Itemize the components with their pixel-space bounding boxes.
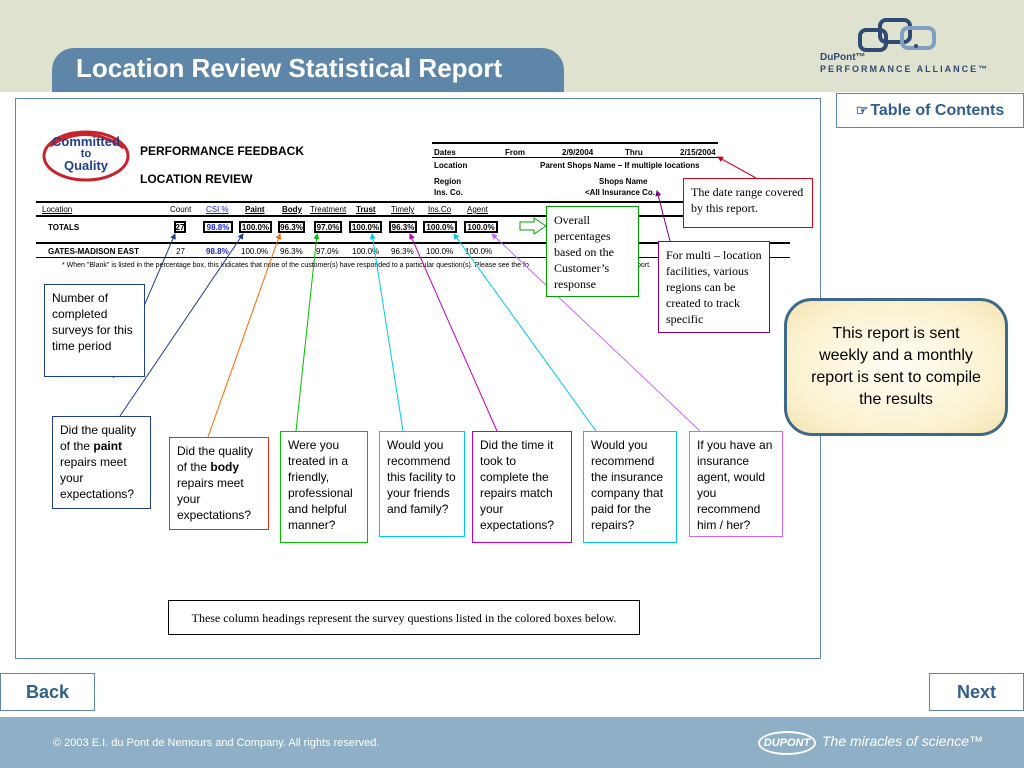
report-heading-location: LOCATION REVIEW bbox=[140, 172, 253, 186]
logo-text-dupont: DuPont™ bbox=[820, 52, 866, 63]
page-title: Location Review Statistical Report bbox=[76, 53, 503, 83]
totals-treatment: 97.0% bbox=[314, 221, 342, 233]
hand-pointer-icon: ☞ bbox=[855, 102, 869, 118]
row-insco: 100.0% bbox=[426, 247, 454, 256]
row-agent: 100.0% bbox=[465, 247, 493, 256]
from-label: From bbox=[505, 148, 525, 157]
row-location: GATES-MADISON EAST bbox=[48, 247, 139, 256]
quality-logo-text: Committed to Quality bbox=[50, 134, 122, 173]
thru-label: Thru bbox=[625, 148, 643, 157]
date-range-note: The date range covered by this report. bbox=[683, 178, 813, 228]
footer-band bbox=[0, 717, 1024, 768]
col-body: Body bbox=[282, 205, 302, 214]
totals-trust: 100.0% bbox=[349, 221, 382, 233]
committed-to-quality-logo bbox=[42, 130, 130, 182]
col-paint: Paint bbox=[245, 205, 265, 214]
logo-word-committed: Committed bbox=[52, 134, 120, 149]
column-headings-note: These column headings represent the surv… bbox=[168, 600, 640, 635]
row-count: 27 bbox=[176, 247, 185, 256]
insco-value: <All Insurance Co. bbox=[585, 188, 656, 197]
totals-insco: 100.0% bbox=[423, 221, 457, 233]
totals-agent: 100.0% bbox=[464, 221, 498, 233]
body-question: Did the quality of the body repairs meet… bbox=[169, 437, 269, 530]
row-body: 96.3% bbox=[280, 247, 303, 256]
col-insco: Ins.Co bbox=[428, 205, 452, 214]
header-top-rule bbox=[36, 201, 790, 203]
toc-label: Table of Contents bbox=[870, 101, 1005, 119]
totals-label: TOTALS bbox=[48, 223, 80, 232]
trust-question: Would you recommend this facility to you… bbox=[379, 431, 465, 537]
thru-date: 2/15/2004 bbox=[680, 148, 716, 157]
next-button[interactable]: Next bbox=[929, 673, 1024, 711]
totals-count: 27 bbox=[174, 221, 186, 233]
copyright-text: © 2003 E.I. du Pont de Nemours and Compa… bbox=[53, 737, 380, 749]
location-label: Location bbox=[434, 161, 468, 170]
back-button[interactable]: Back bbox=[0, 673, 95, 711]
title-tab bbox=[52, 48, 564, 92]
row-csi: 98.8% bbox=[206, 247, 229, 256]
col-trust: Trust bbox=[356, 205, 376, 214]
dupont-logo: DUPONT bbox=[758, 731, 816, 755]
totals-paint: 100.0% bbox=[239, 221, 272, 233]
col-treatment: Treatment bbox=[310, 205, 347, 214]
row-trust: 100.0% bbox=[352, 247, 380, 256]
body-question-end: repairs meet your expectations? bbox=[177, 476, 252, 522]
col-csi: CSI % bbox=[206, 205, 229, 214]
totals-timely: 96.3% bbox=[389, 221, 417, 233]
dates-label: Dates bbox=[434, 148, 456, 157]
report-footnote: * When "Blank" is listed in the percenta… bbox=[62, 262, 529, 269]
body-question-text: Did the quality of the bbox=[177, 444, 254, 474]
agent-question: If you have an insurance agent, would yo… bbox=[689, 431, 783, 537]
dates-bottom-rule bbox=[432, 157, 718, 158]
header-bottom-rule bbox=[36, 215, 790, 217]
totals-csi: 98.8% bbox=[203, 221, 233, 233]
col-location: Location bbox=[42, 205, 73, 214]
logo-text-alliance: PERFORMANCE ALLIANCE™ bbox=[820, 64, 990, 74]
row-treatment: 97.0% bbox=[316, 247, 339, 256]
region-label: Region bbox=[434, 177, 462, 186]
insco-question: Would you recommend the insurance compan… bbox=[583, 431, 677, 543]
count-note: Number of completed surveys for this tim… bbox=[44, 284, 145, 377]
footer-tagline: The miracles of science™ bbox=[822, 733, 984, 749]
paint-question-text: Did the quality of the bbox=[60, 423, 137, 453]
paint-keyword: paint bbox=[93, 439, 123, 453]
performance-alliance-logo-icon bbox=[858, 18, 936, 52]
report-heading-feedback: PERFORMANCE FEEDBACK bbox=[140, 144, 305, 158]
report-frequency-callout: This report is sent weekly and a monthly… bbox=[784, 298, 1008, 436]
col-timely: Timely bbox=[391, 205, 415, 214]
multi-location-note: For multi – location facilities, various… bbox=[658, 241, 770, 333]
treatment-question: Were you treated in a friendly, professi… bbox=[280, 431, 368, 543]
from-date: 2/9/2004 bbox=[562, 148, 594, 157]
totals-body: 96.3% bbox=[278, 221, 305, 233]
body-keyword: body bbox=[210, 460, 240, 474]
row-timely: 96.3% bbox=[391, 247, 414, 256]
logo-word-to: to bbox=[80, 148, 92, 160]
shops-value: Shops Name bbox=[599, 177, 648, 186]
table-of-contents-link[interactable]: ☞ Table of Contents bbox=[836, 93, 1024, 128]
timely-question: Did the time it took to complete the rep… bbox=[472, 431, 572, 543]
insco-label: Ins. Co. bbox=[434, 188, 463, 197]
paint-question: Did the quality of the paint repairs mee… bbox=[52, 416, 151, 509]
col-agent: Agent bbox=[467, 205, 488, 214]
paint-question-end: repairs meet your expectations? bbox=[60, 455, 135, 501]
location-value: Parent Shops Name – If multiple location… bbox=[540, 161, 700, 170]
row-paint: 100.0% bbox=[241, 247, 269, 256]
report-footnote-end: port. bbox=[637, 262, 652, 269]
col-count: Count bbox=[170, 205, 192, 214]
dates-top-rule bbox=[432, 142, 718, 144]
overall-note: Overall percentages based on the Custome… bbox=[546, 206, 639, 297]
logo-word-quality: Quality bbox=[63, 158, 109, 173]
